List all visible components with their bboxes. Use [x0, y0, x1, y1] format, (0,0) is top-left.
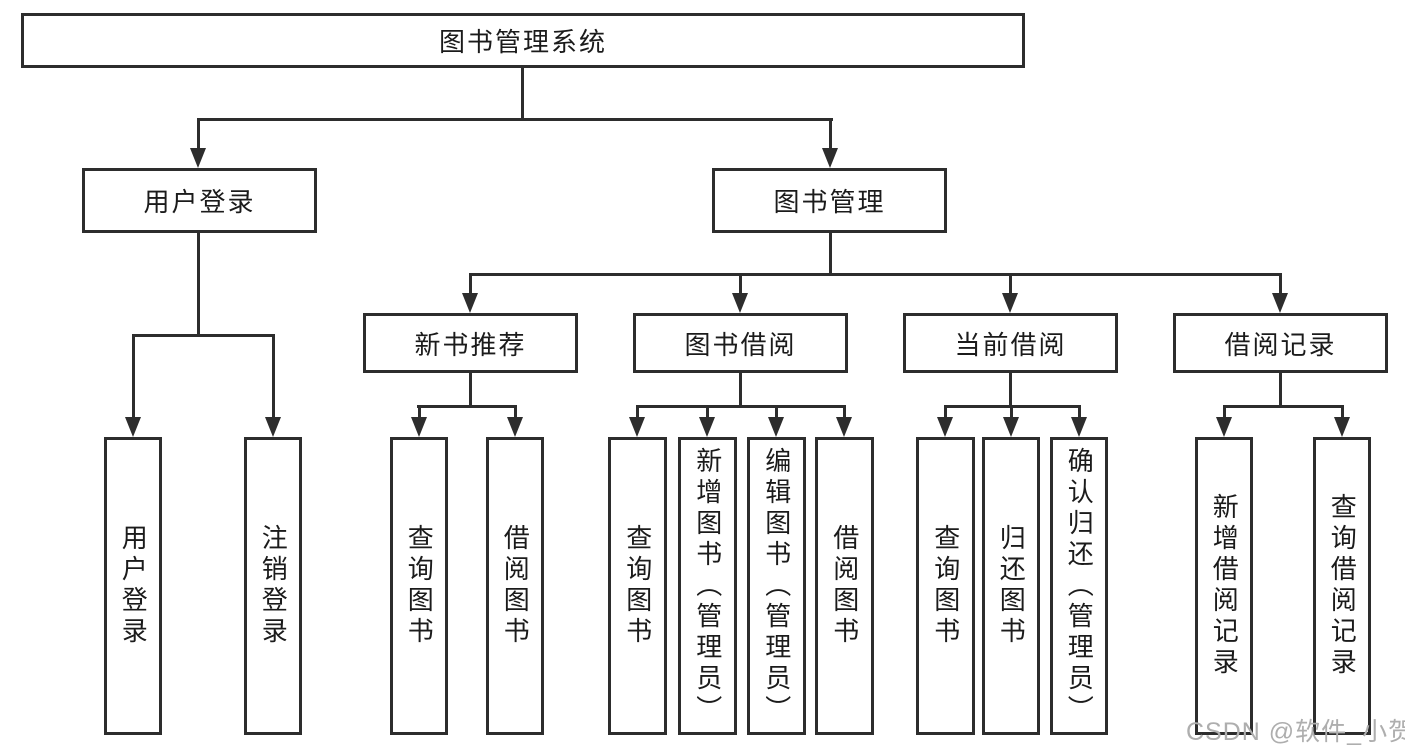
node-library-management-system: 图书管理系统: [21, 13, 1025, 68]
node-label: 归还图书: [996, 524, 1027, 648]
arrow-down-icon: [1334, 417, 1350, 437]
connector-book-management-stem: [829, 232, 832, 276]
connector-new-books-stem: [469, 373, 472, 408]
connector-to-book-borrow: [739, 273, 742, 295]
connector-borrow-records-rail: [1223, 405, 1344, 408]
node-label: 借阅图书: [500, 524, 531, 648]
connector-borrow-records-stem: [1279, 373, 1282, 408]
leaf-add-borrow-record: 新增借阅记录: [1195, 437, 1253, 735]
connector-to-current-borrow: [1009, 273, 1012, 295]
connector-to-leaf: [775, 405, 778, 421]
leaf-query-books-current: 查询图书: [916, 437, 975, 735]
node-label: 图书借阅: [684, 329, 797, 360]
node-label: 当前借阅: [954, 329, 1067, 360]
connector-to-leaf: [706, 405, 709, 421]
leaf-logout: 注销登录: [244, 437, 302, 735]
connector-to-leaf: [418, 405, 421, 421]
arrow-down-icon: [1216, 417, 1232, 437]
node-label: 查询图书: [404, 524, 435, 648]
leaf-edit-books-admin: 编辑图书（管理员）: [747, 437, 806, 735]
node-user-login: 用户登录: [82, 168, 317, 233]
node-label: 用户登录: [118, 524, 149, 648]
connector-to-book-management: [829, 118, 832, 150]
connector-to-leaf: [843, 405, 846, 421]
connector-to-leaf: [1223, 405, 1226, 421]
connector-user-login-rail: [132, 334, 275, 337]
arrow-down-icon: [125, 417, 141, 437]
connector-to-leaf: [1010, 405, 1013, 421]
node-label: 新增借阅记录: [1209, 493, 1240, 679]
csdn-watermark: CSDN @软件_小贺同学: [1186, 718, 1405, 746]
leaf-confirm-return-admin: 确认归还（管理员）: [1050, 437, 1108, 735]
arrow-down-icon: [1272, 293, 1288, 313]
node-book-management: 图书管理: [712, 168, 947, 233]
leaf-borrow-books: 借阅图书: [815, 437, 874, 735]
arrow-down-icon: [822, 148, 838, 168]
connector-current-borrow-stem: [1009, 373, 1012, 408]
node-label: 新书推荐: [414, 329, 527, 360]
arrow-down-icon: [190, 148, 206, 168]
node-label: 查询图书: [930, 524, 961, 648]
connector-to-leaf: [272, 334, 275, 419]
connector-root-rail: [197, 118, 833, 121]
connector-to-leaf: [514, 405, 517, 421]
arrow-down-icon: [937, 417, 953, 437]
node-label: 注销登录: [258, 524, 289, 648]
arrow-down-icon: [836, 417, 852, 437]
connector-to-borrow-records: [1279, 273, 1282, 295]
node-label: 图书管理: [773, 187, 886, 217]
connector-to-leaf: [1341, 405, 1344, 421]
node-label: 编辑图书（管理员）: [761, 446, 792, 726]
arrow-down-icon: [699, 417, 715, 437]
connector-book-borrow-stem: [739, 373, 742, 408]
node-new-books: 新书推荐: [363, 313, 578, 373]
connector-to-leaf: [636, 405, 639, 421]
node-label: 用户登录: [143, 187, 256, 217]
leaf-query-borrow-record: 查询借阅记录: [1313, 437, 1371, 735]
node-label: 确认归还（管理员）: [1064, 446, 1095, 726]
arrow-down-icon: [462, 293, 478, 313]
leaf-return-books: 归还图书: [982, 437, 1040, 735]
arrow-down-icon: [507, 417, 523, 437]
arrow-down-icon: [768, 417, 784, 437]
node-label: 借阅图书: [829, 524, 860, 648]
node-label: 新增图书（管理员）: [692, 446, 723, 726]
leaf-user-login: 用户登录: [104, 437, 162, 735]
connector-new-books-rail: [417, 405, 517, 408]
connector-user-login-stem: [197, 233, 200, 337]
node-current-borrow: 当前借阅: [903, 313, 1118, 373]
arrow-down-icon: [1003, 417, 1019, 437]
node-label: 查询图书: [622, 524, 653, 648]
node-label: 查询借阅记录: [1327, 493, 1358, 679]
node-label: 借阅记录: [1224, 329, 1337, 360]
arrow-down-icon: [265, 417, 281, 437]
node-borrow-records: 借阅记录: [1173, 313, 1388, 373]
connector-to-leaf: [944, 405, 947, 421]
leaf-add-books-admin: 新增图书（管理员）: [678, 437, 737, 735]
connector-to-leaf: [132, 334, 135, 419]
arrow-down-icon: [411, 417, 427, 437]
node-label: 图书管理系统: [438, 27, 607, 57]
leaf-borrow-books-newbooks: 借阅图书: [486, 437, 544, 735]
arrow-down-icon: [732, 293, 748, 313]
leaf-query-books-borrow: 查询图书: [608, 437, 667, 735]
arrow-down-icon: [1002, 293, 1018, 313]
connector-book-management-rail: [469, 273, 1282, 276]
connector-root-stem: [521, 68, 524, 121]
connector-to-leaf: [1078, 405, 1081, 421]
node-book-borrow: 图书借阅: [633, 313, 848, 373]
arrow-down-icon: [629, 417, 645, 437]
arrow-down-icon: [1071, 417, 1087, 437]
connector-to-user-login: [197, 118, 200, 150]
connector-to-new-books: [469, 273, 472, 295]
connector-book-borrow-rail: [636, 405, 846, 408]
leaf-query-books-newbooks: 查询图书: [390, 437, 448, 735]
